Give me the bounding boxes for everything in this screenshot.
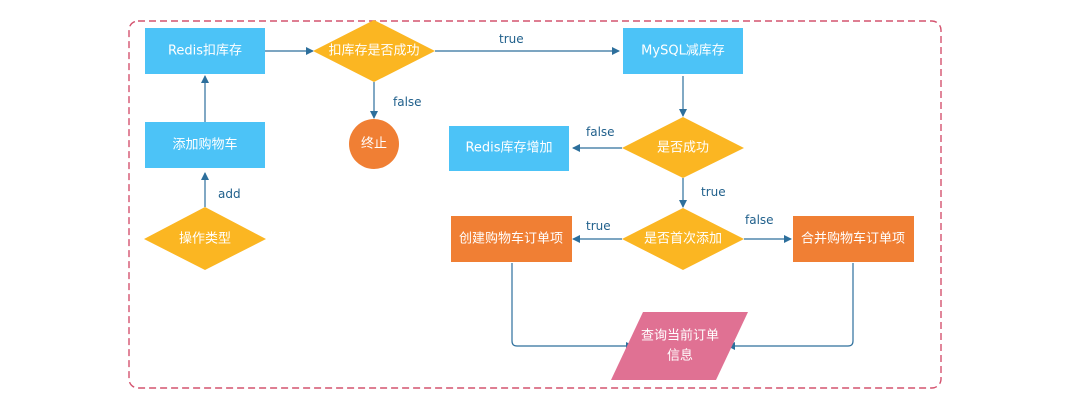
- node-is-first-add-label: 是否首次添加: [644, 231, 722, 247]
- edge-label-false-redis-increase: false: [586, 125, 615, 139]
- node-add-cart-label: 添加购物车: [172, 137, 237, 153]
- edge-merge-to-query: [727, 263, 854, 350]
- node-is-success-label: 是否成功: [657, 141, 709, 156]
- node-merge-order-item: 合并购物车订单项: [793, 216, 914, 262]
- node-redis-deduct-label: Redis扣库存: [168, 43, 242, 59]
- edge-create-to-query: [511, 263, 634, 350]
- node-deduct-success: 扣库存是否成功: [313, 20, 435, 82]
- node-query-order-info-line2: 信息: [667, 348, 693, 364]
- node-deduct-success-label: 扣库存是否成功: [328, 43, 419, 59]
- edge-label-true-firstadd: true: [701, 185, 726, 199]
- node-is-first-add: 是否首次添加: [622, 208, 744, 270]
- node-add-cart: 添加购物车: [145, 122, 265, 168]
- node-redis-increase-label: Redis库存增加: [465, 140, 552, 156]
- node-redis-deduct: Redis扣库存: [145, 28, 265, 74]
- edge-labels: add true false false true true false: [218, 32, 774, 233]
- edge-label-true-create: true: [586, 219, 611, 233]
- node-mysql-reduce: MySQL减库存: [623, 28, 743, 74]
- node-op-type: 操作类型: [144, 207, 266, 270]
- node-op-type-label: 操作类型: [179, 231, 231, 247]
- node-redis-increase: Redis库存增加: [449, 126, 569, 171]
- node-query-order-info-line1: 查询当前订单: [641, 328, 719, 344]
- node-merge-order-item-label: 合并购物车订单项: [801, 231, 905, 247]
- edge-label-false-terminate: false: [393, 95, 422, 109]
- node-mysql-reduce-label: MySQL减库存: [641, 43, 725, 59]
- node-terminate: 终止: [349, 119, 399, 169]
- node-is-success: 是否成功: [622, 117, 744, 178]
- edge-label-true-mysql: true: [499, 32, 524, 46]
- edge-label-false-merge: false: [745, 213, 774, 227]
- node-terminate-label: 终止: [361, 136, 387, 152]
- dashed-container: [128, 20, 942, 389]
- edges: [201, 47, 854, 350]
- edge-label-add: add: [218, 187, 241, 201]
- node-create-order-item: 创建购物车订单项: [451, 216, 572, 262]
- node-query-order-info: 查询当前订单 信息: [611, 312, 748, 380]
- node-create-order-item-label: 创建购物车订单项: [459, 231, 563, 247]
